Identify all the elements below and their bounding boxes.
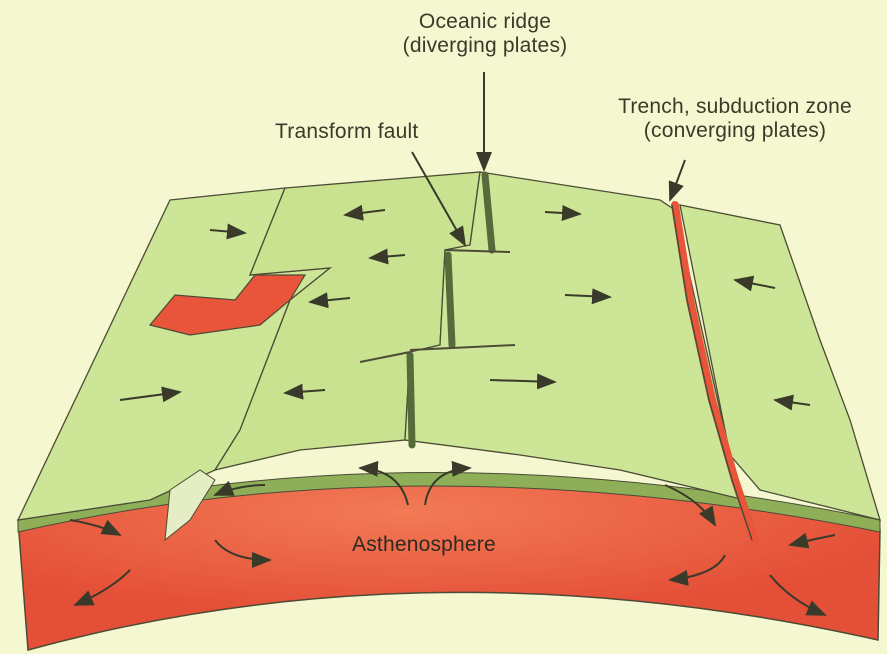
trench-label-line2: (converging plates) <box>644 119 826 142</box>
transform-label: Transform fault <box>275 120 418 144</box>
trench-label-line1: Trench, subduction zone <box>618 95 852 118</box>
trench-label: Trench, subduction zone (converging plat… <box>590 95 880 143</box>
asthenosphere-label: Asthenosphere <box>352 533 496 557</box>
ridge-label-line2: (diverging plates) <box>403 34 568 57</box>
ridge-label-line1: Oceanic ridge <box>419 10 551 33</box>
ridge-label: Oceanic ridge (diverging plates) <box>400 10 570 58</box>
trench-pointer <box>670 160 685 200</box>
